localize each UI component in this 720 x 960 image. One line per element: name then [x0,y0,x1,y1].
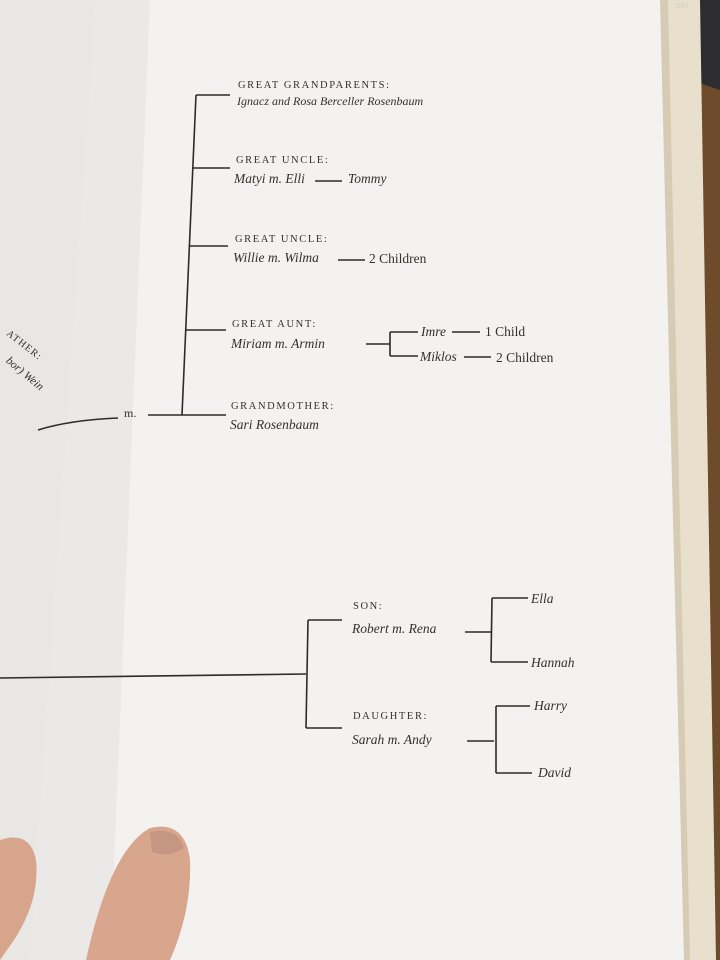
grandmother-label: GRANDMOTHER: [231,401,335,412]
great-aunt-names: Miriam m. Armin [231,336,325,351]
son-child: Hannah [531,655,575,670]
great-aunt-child-offspring: 1 Child [485,324,526,339]
thumbnail [150,830,184,855]
great-uncle-2-label: GREAT UNCLE: [235,234,329,245]
daughter-label: DAUGHTER: [353,711,429,722]
son-names: Robert m. Rena [352,621,437,636]
great-aunt-child-offspring: 2 Children [496,350,554,365]
son-child: Ella [531,591,554,606]
great-aunt-child-name: Miklos [420,349,457,364]
main-page [30,0,684,960]
daughter-child: David [538,765,571,780]
great-aunt-child-name: Imre [421,324,446,339]
great-aunt-label: GREAT AUNT: [232,319,317,330]
daughter-names: Sarah m. Andy [352,732,432,747]
gutter-shadow [30,0,150,960]
great-grandparents-label: GREAT GRANDPARENTS: [238,80,391,91]
great-grandparents-names: Ignacz and Rosa Berceller Rosenbaum [237,94,424,108]
great-uncle-1-label: GREAT UNCLE: [236,155,330,166]
family-tree-lines [0,94,532,774]
great-uncle-1-names: Matyi m. Elli [234,171,305,186]
great-uncle-1-child: Tommy [348,171,387,186]
ctrl-key-label: ctrl [676,0,688,10]
marriage-connector: m. [124,406,137,420]
thumb [86,826,191,960]
son-label: SON: [353,601,384,612]
great-uncle-2-names: Willie m. Wilma [233,250,319,265]
daughter-child: Harry [534,698,567,713]
grandmother-name: Sari Rosenbaum [230,417,319,432]
great-uncle-2-children: 2 Children [369,251,427,266]
finger [0,837,37,960]
